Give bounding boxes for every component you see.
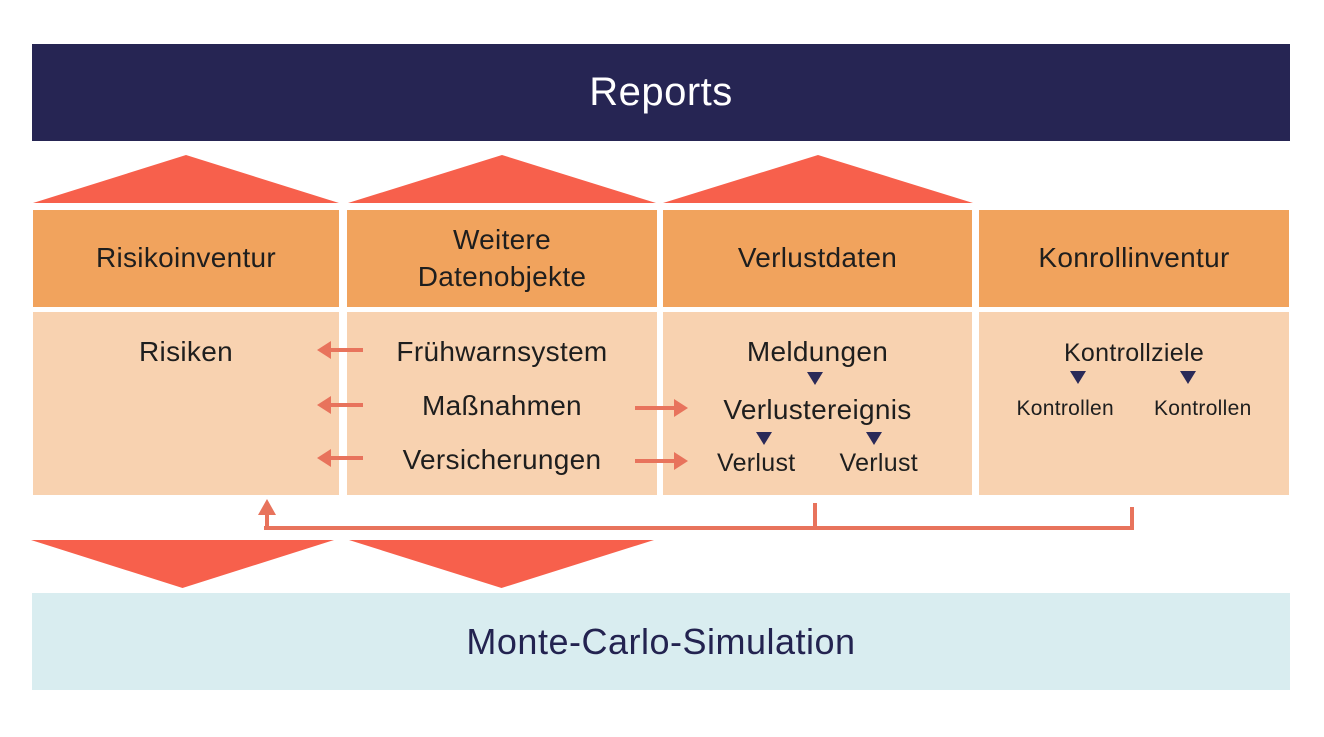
connector-horizontal-line xyxy=(264,526,1134,530)
header-verlustdaten: Verlustdaten xyxy=(663,210,972,307)
item-massnahmen: Maßnahmen xyxy=(422,390,582,421)
arrow-right-icon-massnahmen-to-verlustereignis xyxy=(635,398,688,418)
down-triangle-icon-kontrollen-links xyxy=(1070,371,1086,384)
header-konrollinventur: Konrollinventur xyxy=(979,210,1289,307)
item-verlust-pair: Verlust Verlust xyxy=(663,448,972,478)
arrow-left-icon-versicherungen-to-risiken xyxy=(317,448,363,468)
up-arrow-icon-verlustdaten xyxy=(663,155,973,203)
connector-drop-konrollinventur xyxy=(1130,507,1134,528)
header-risikoinventur-label: Risikoinventur xyxy=(95,242,277,274)
body-konrollinventur: Kontrollziele Kontrollen Kontrollen xyxy=(979,312,1289,495)
body-weitere-datenobjekte: Frühwarnsystem Maßnahmen Versicherungen xyxy=(347,312,657,495)
down-triangle-icon-meldungen xyxy=(807,372,823,385)
down-arrow-icon-risikoinventur xyxy=(31,540,334,588)
header-konrollinventur-label: Konrollinventur xyxy=(1038,242,1230,274)
body-risikoinventur: Risiken xyxy=(33,312,339,495)
monte-carlo-bar: Monte-Carlo-Simulation xyxy=(32,593,1290,690)
item-meldungen: Meldungen xyxy=(746,336,889,367)
header-verlustdaten-label: Verlustdaten xyxy=(737,242,898,274)
reports-label: Reports xyxy=(589,70,733,114)
item-verlustereignis: Verlustereignis xyxy=(723,394,912,425)
up-arrow-icon-weitere-datenobjekte xyxy=(348,155,656,203)
down-triangle-icon-verlust-links xyxy=(756,432,772,445)
body-verlustdaten: Meldungen Verlustereignis Verlust Verlus… xyxy=(663,312,972,495)
item-verlust-links: Verlust xyxy=(716,448,796,477)
item-fruehwarnsystem: Frühwarnsystem xyxy=(396,336,608,367)
header-risikoinventur: Risikoinventur xyxy=(33,210,339,307)
arrow-right-icon-versicherungen-to-verlust xyxy=(635,451,688,471)
reports-bar: Reports xyxy=(32,44,1290,141)
down-triangle-icon-kontrollen-rechts xyxy=(1180,371,1196,384)
item-verlust-rechts: Verlust xyxy=(839,448,919,477)
monte-carlo-label: Monte-Carlo-Simulation xyxy=(466,620,856,662)
header-weitere-datenobjekte: Weitere Datenobjekte xyxy=(347,210,657,307)
arrow-left-icon-fruehwarnsystem-to-risiken xyxy=(317,340,363,360)
arrow-left-icon-massnahmen-to-risiken xyxy=(317,395,363,415)
item-risiken: Risiken xyxy=(139,336,233,367)
connector-drop-verlustdaten xyxy=(813,503,817,528)
item-kontrollen-pair: Kontrollen Kontrollen xyxy=(979,395,1289,423)
up-arrow-icon-risikoinventur xyxy=(33,155,339,203)
down-triangle-icon-verlust-rechts xyxy=(866,432,882,445)
up-arrowhead-icon-to-risiken xyxy=(258,499,276,515)
header-weitere-datenobjekte-label: Weitere Datenobjekte xyxy=(417,224,587,292)
item-kontrollen-rechts: Kontrollen xyxy=(1154,397,1252,420)
item-kontrollen-links: Kontrollen xyxy=(1016,397,1114,420)
item-versicherungen: Versicherungen xyxy=(402,444,602,475)
down-arrow-icon-weitere-datenobjekte xyxy=(349,540,654,588)
item-kontrollziele: Kontrollziele xyxy=(1063,338,1205,367)
connector-up-stem xyxy=(265,514,269,528)
